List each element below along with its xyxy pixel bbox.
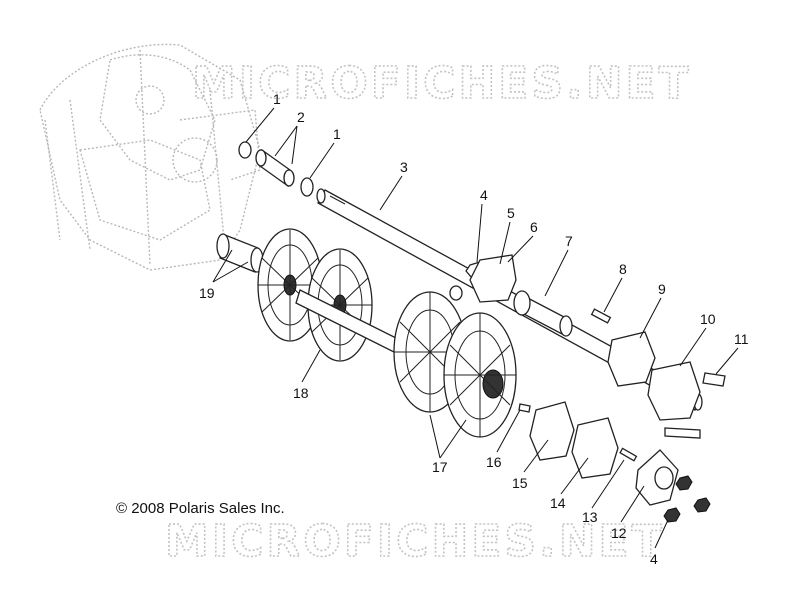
drive-sprocket-right-b	[443, 312, 517, 438]
nut-lower-c	[663, 507, 681, 523]
callout-6: 6	[530, 219, 538, 235]
drive-sprocket-left	[257, 228, 323, 342]
callout-18: 18	[293, 385, 309, 401]
callout-13: 13	[582, 509, 598, 525]
bearing-plate	[469, 254, 517, 303]
callout-7: 7	[565, 233, 573, 249]
callout-10: 10	[700, 311, 716, 327]
key	[590, 308, 612, 324]
pin	[619, 447, 638, 462]
gasket	[607, 331, 656, 387]
callout-1-upper: 1	[273, 91, 281, 107]
snap-ring-lower	[300, 177, 314, 197]
callout-11: 11	[734, 331, 749, 347]
callout-15: 15	[512, 475, 528, 491]
callout-19: 19	[199, 285, 215, 301]
callout-4-upper: 4	[480, 187, 488, 203]
small-bolt	[518, 403, 531, 413]
callout-labels: 1 2 1 3 4 5 6 7 8 9 10 11 19 18 17 16 15…	[199, 91, 749, 567]
end-gasket	[571, 417, 619, 479]
callout-5: 5	[507, 205, 515, 221]
nut-lower-b	[693, 497, 711, 513]
callout-17: 17	[432, 459, 448, 475]
callout-16: 16	[486, 454, 502, 470]
callout-1-lower: 1	[333, 126, 341, 142]
chaincase-housing	[39, 43, 261, 271]
end-plate	[529, 401, 575, 461]
callout-4-lower: 4	[650, 551, 658, 567]
sprocket-hub	[513, 290, 573, 337]
callout-8: 8	[619, 261, 627, 277]
watermark-bottom: MICROFICHES.NET	[165, 516, 665, 567]
shaft-nut	[449, 285, 463, 301]
bolt-lower	[664, 427, 701, 439]
callout-2: 2	[297, 109, 305, 125]
copyright-text: © 2008 Polaris Sales Inc.	[116, 500, 285, 517]
callout-12: 12	[611, 525, 627, 541]
snap-ring-upper	[238, 141, 252, 159]
leader-lines	[212, 107, 739, 549]
watermark-top: MICROFICHES.NET	[192, 58, 692, 109]
bearing-cap	[647, 361, 701, 421]
nut-lower-a	[675, 475, 693, 491]
callout-9: 9	[658, 281, 666, 297]
bolt-upper	[702, 372, 726, 387]
callout-3: 3	[400, 159, 408, 175]
callout-14: 14	[550, 495, 566, 511]
bearing-upper	[255, 148, 295, 188]
end-cap	[635, 449, 679, 506]
